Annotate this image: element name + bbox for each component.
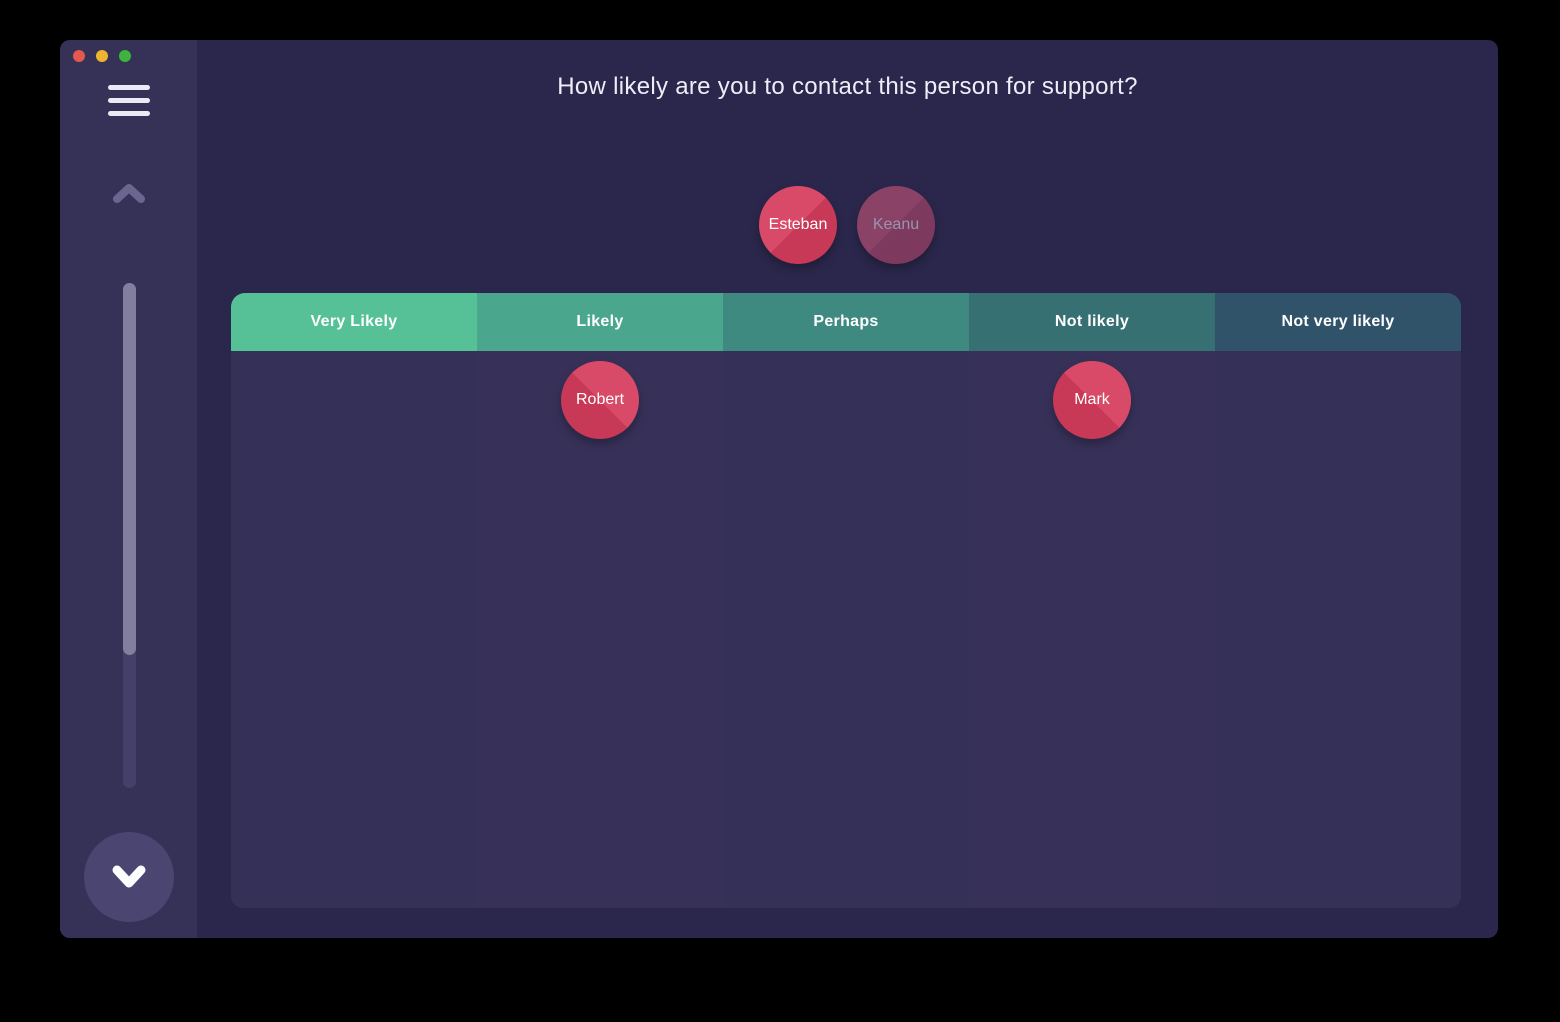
main-area: How likely are you to contact this perso… <box>197 40 1498 938</box>
close-button[interactable] <box>73 50 85 62</box>
column-dropzone-perhaps[interactable] <box>723 351 969 908</box>
column-header-likely[interactable]: Likely <box>477 293 723 351</box>
menu-button[interactable] <box>108 85 150 116</box>
scroll-up-button[interactable] <box>112 181 146 205</box>
zoom-button[interactable] <box>119 50 131 62</box>
person-card-label: Esteban <box>768 216 828 233</box>
chevron-up-icon <box>113 184 145 203</box>
column-dropzone-not-very-likely[interactable] <box>1215 351 1461 908</box>
app-window: How likely are you to contact this perso… <box>60 40 1498 938</box>
board-body: Robert Mark <box>231 351 1461 908</box>
column-header-very-likely[interactable]: Very Likely <box>231 293 477 351</box>
column-dropzone-likely[interactable]: Robert <box>477 351 723 908</box>
likert-board: Very Likely Likely Perhaps Not likely No… <box>231 293 1461 908</box>
window-controls <box>73 50 131 62</box>
person-card-keanu[interactable]: Keanu <box>857 186 935 264</box>
board-header-row: Very Likely Likely Perhaps Not likely No… <box>231 293 1461 351</box>
person-card-esteban[interactable]: Esteban <box>759 186 837 264</box>
scroll-down-button[interactable] <box>84 832 174 922</box>
hamburger-icon <box>108 111 150 116</box>
cards-to-sort-pool: Esteban Keanu <box>759 186 935 264</box>
column-header-not-likely[interactable]: Not likely <box>969 293 1215 351</box>
hamburger-icon <box>108 85 150 90</box>
minimize-button[interactable] <box>96 50 108 62</box>
person-card-label: Mark <box>1074 391 1110 408</box>
question-title: How likely are you to contact this perso… <box>557 73 1138 100</box>
scrollbar-track[interactable] <box>123 283 136 788</box>
column-dropzone-not-likely[interactable]: Mark <box>969 351 1215 908</box>
chevron-down-icon <box>112 865 146 888</box>
person-card-mark[interactable]: Mark <box>1053 361 1131 439</box>
column-header-perhaps[interactable]: Perhaps <box>723 293 969 351</box>
sidebar <box>60 40 197 938</box>
person-card-robert[interactable]: Robert <box>561 361 639 439</box>
column-dropzone-very-likely[interactable] <box>231 351 477 908</box>
person-card-label: Keanu <box>872 216 920 233</box>
hamburger-icon <box>108 98 150 103</box>
person-card-label: Robert <box>575 391 625 408</box>
scrollbar-thumb[interactable] <box>123 283 136 655</box>
column-header-not-very-likely[interactable]: Not very likely <box>1215 293 1461 351</box>
